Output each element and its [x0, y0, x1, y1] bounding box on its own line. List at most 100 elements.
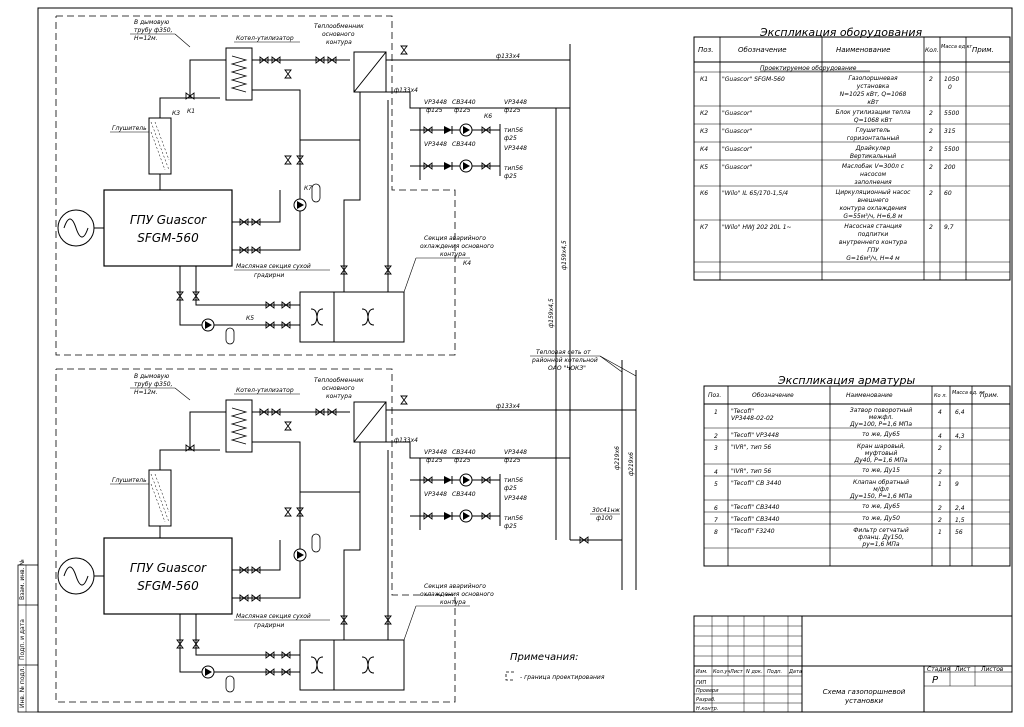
k7-label: К7: [304, 185, 312, 192]
k3-label: К3: [172, 110, 180, 117]
eq-mass: 5500: [944, 146, 959, 153]
notes-block: Примечания: - граница проектирования: [505, 652, 605, 681]
ft-code: "Tecofi": [731, 408, 754, 415]
k4-label: К4: [463, 260, 471, 267]
d25-l2: ф25: [504, 523, 517, 530]
hx-label-1: Теплообменник: [314, 23, 364, 30]
pipe-133b-lower: ф133х4: [394, 437, 418, 444]
d125-label-l3: ф125: [504, 457, 521, 464]
ft-name: фланц. Ду150,: [858, 534, 904, 541]
dry-cooler-emergency-lower: [333, 639, 405, 691]
ft-name: то же, Ду15: [862, 467, 900, 474]
eq-name: внешнего: [857, 197, 888, 204]
ft-h-qty: Ко л.: [934, 393, 947, 399]
eq-section: Проектируемое оборудование: [760, 65, 857, 72]
eq-pos: К6: [700, 190, 708, 197]
oil-section-2b: градирни: [254, 622, 284, 629]
oil-section-1b: Масляная секция сухой: [236, 613, 311, 620]
d25-u1: ф25: [504, 135, 517, 142]
ft-pos: 1: [714, 409, 718, 416]
notes-title: Примечания:: [510, 652, 579, 663]
emergency-2b: охлаждения основного: [420, 591, 494, 598]
lower-unit: ГПУ Guascor SFGM-560 В дымовую трубу ф35…: [55, 368, 570, 703]
eq-name: внутреннего контура: [839, 239, 907, 246]
ft-name: Кран шаровый,: [857, 443, 905, 450]
eq-pos: К4: [700, 146, 708, 153]
ft-pos: 2: [714, 433, 718, 440]
emergency-1b: Секция аварийного: [424, 583, 486, 590]
role-3: Н.контр.: [696, 706, 718, 712]
ft-mass: 6,4: [955, 409, 965, 416]
heat-net-1: Тепловая сеть от: [536, 349, 591, 356]
ft-qty: 1: [938, 529, 942, 536]
eq-h-code: Обозначение: [738, 46, 787, 54]
chimney-label-2b: трубу ф350,: [134, 381, 173, 388]
hx-label-3: контура: [326, 39, 352, 46]
ft-name: муфтовый: [865, 450, 898, 457]
cb-label-u2: CB3440: [452, 141, 476, 148]
eq-code: "Wilo" HWJ 202 20L 1~: [722, 224, 792, 231]
pipe-133-lower: ф133х4: [496, 403, 520, 410]
emergency-3b: контура: [440, 599, 466, 606]
fittings-table: Экспликация арматуры Поз. Обозначение На…: [703, 374, 1011, 567]
chimney-label-1: В дымовую: [134, 19, 169, 26]
eq-name: насосом: [860, 171, 887, 178]
drawing-title-1: Схема газопоршневой: [823, 688, 906, 696]
pipe-133b-upper: ф133х4: [394, 87, 418, 94]
upper-unit: ГПУ Guascor SFGM-560 В дымовую трубу ф35…: [55, 15, 570, 356]
eq-qty: 2: [929, 146, 933, 153]
margin-inv-sub: Взам. инв. №: [19, 559, 26, 600]
equipment-row: К5"Guascor"Маслобак V=300л снасосомзапол…: [700, 163, 956, 186]
boiler-label: Котел-утилизатор: [236, 35, 294, 42]
ft-code: "IVR", тип 56: [731, 444, 771, 451]
rev-h-1: Кол.уч: [713, 669, 730, 675]
eq-mass: 60: [944, 190, 952, 197]
chimney-label-3b: Н=12м.: [134, 389, 158, 396]
d125-label-l2: ф125: [454, 457, 471, 464]
gpu-label-1: ГПУ Guascor: [130, 213, 207, 227]
eq-name: контура охлаждения: [839, 205, 906, 212]
margin-sign-date: Подп. и дата: [19, 619, 26, 660]
eq-name: Q=1068 кВт: [854, 117, 893, 124]
eq-pos: К1: [700, 76, 708, 83]
tip56-l1: тип56: [504, 477, 523, 484]
k5-label: К5: [246, 315, 254, 322]
chimney-label-1b: В дымовую: [134, 373, 169, 380]
ft-h-mass: Масса ед. кг: [952, 390, 985, 396]
rev-h-5: Дата: [788, 669, 802, 675]
pump-group-lower: VP3448 ф125 CB3440 ф125 VP3448 ф125 тип5…: [410, 449, 527, 530]
vp-label-u3: VP3448: [424, 141, 447, 148]
ft-name: то же, Ду50: [862, 515, 900, 522]
chimney-label-3: Н=12м.: [134, 35, 158, 42]
ft-h-note: Прим.: [980, 392, 999, 399]
ft-mass: 56: [955, 529, 963, 536]
vp-label-l4: VP3448: [504, 495, 527, 502]
ft-code: VP3448-02-02: [731, 415, 774, 422]
dry-cooler-emergency-upper: [333, 291, 405, 343]
eq-mass: 9,7: [944, 224, 954, 231]
pump-group-upper: VP3448 ф125 CB3440 ф125 VP3448 ф125 тип5…: [410, 99, 527, 180]
drain-valve-2: ф100: [596, 515, 613, 522]
eq-name: кВт: [867, 99, 879, 106]
eq-qty: 2: [929, 224, 933, 231]
ft-mass: 2,4: [955, 505, 965, 512]
stage-header: Стадия: [927, 666, 950, 673]
margin-inv-orig: Инв. № подл.: [19, 667, 26, 708]
eq-name: заполнения: [854, 179, 892, 186]
ft-name: то же, Ду65: [862, 431, 900, 438]
eq-code: "Guascor": [722, 128, 752, 135]
eq-code: "Guascor": [722, 164, 752, 171]
emergency-3: контура: [440, 251, 466, 258]
ft-pos: 6: [714, 505, 718, 512]
ft-qty: 2: [938, 469, 942, 476]
ft-mass: 1,5: [955, 517, 965, 524]
rev-h-4: Подп.: [767, 669, 782, 675]
fittings-title: Экспликация арматуры: [777, 374, 916, 387]
ft-pos: 8: [714, 529, 718, 536]
gpu-label-2b: SFGM-560: [137, 579, 199, 593]
